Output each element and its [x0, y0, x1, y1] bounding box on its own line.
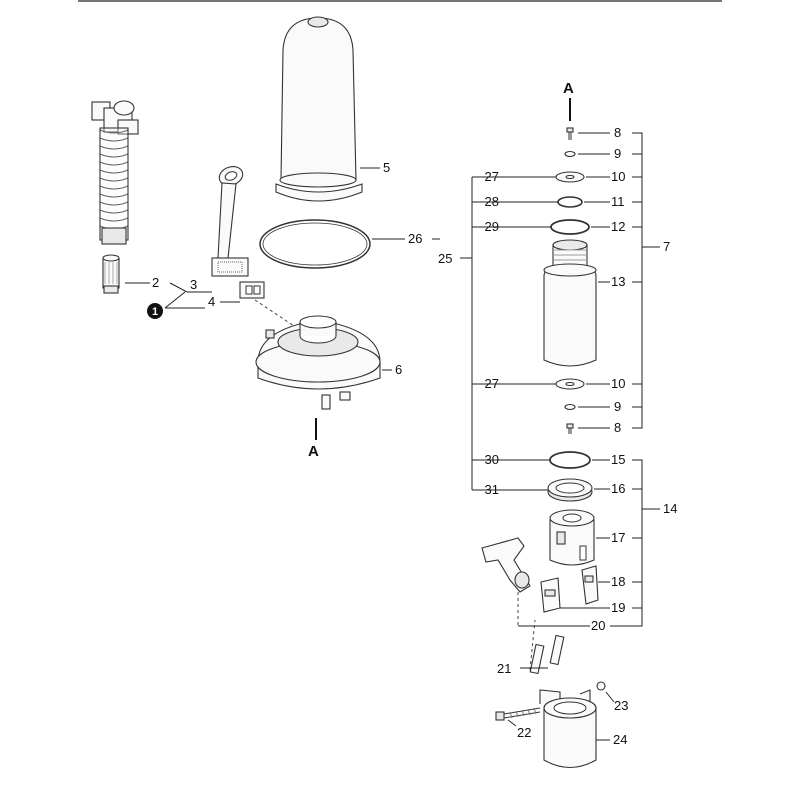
bracket-14 — [610, 459, 660, 627]
callout-28: 28 — [485, 194, 499, 209]
callout-5: 5 — [383, 160, 390, 175]
callout-15: 15 — [611, 452, 625, 467]
clamp-body-part — [539, 689, 597, 769]
callout-26: 26 — [408, 231, 422, 246]
clip-19-part — [540, 577, 561, 613]
callout-4: 4 — [208, 294, 215, 309]
callout-31: 31 — [485, 482, 499, 497]
callout-10-top: 10 — [611, 169, 625, 184]
seal-15 — [549, 451, 591, 469]
callout-7: 7 — [663, 239, 670, 254]
filter-head-part — [255, 315, 381, 410]
callout-29: 29 — [485, 219, 499, 234]
circled-note-label: 1 — [152, 306, 158, 318]
filter-bowl-part — [275, 16, 363, 202]
leaders-lower — [500, 459, 610, 491]
callout-2: 2 — [152, 275, 159, 290]
nut-23-part — [596, 681, 606, 691]
leader-22 — [507, 719, 517, 727]
callout-12: 12 — [611, 219, 625, 234]
bracket-7 — [632, 132, 660, 429]
seal-12 — [550, 219, 590, 235]
screw-22-part — [495, 707, 541, 721]
callout-8-top: 8 — [614, 125, 621, 140]
leaders-left-top — [500, 176, 558, 228]
strainer-part — [102, 254, 120, 294]
callout-20: 20 — [591, 618, 605, 633]
callout-6: 6 — [395, 362, 402, 377]
leaders-right-top — [578, 132, 610, 228]
callout-16: 16 — [611, 481, 625, 496]
washer-9-bottom — [564, 403, 576, 411]
callout-23: 23 — [614, 698, 628, 713]
sleeve-part — [549, 509, 595, 566]
leader-note — [164, 291, 186, 309]
callout-18: 18 — [611, 574, 625, 589]
callout-9-bottom: 9 — [614, 399, 621, 414]
callout-14: 14 — [663, 501, 677, 516]
callout-8-bottom: 8 — [614, 420, 621, 435]
callout-22: 22 — [517, 725, 531, 740]
pins-part — [529, 634, 565, 675]
bracket-25 — [460, 176, 500, 491]
callout-17: 17 — [611, 530, 625, 545]
screw-top-part — [566, 127, 574, 140]
seal-11 — [557, 196, 583, 208]
callout-25: 25 — [438, 251, 452, 266]
washer-9-top — [564, 150, 576, 158]
circled-note-badge — [147, 303, 163, 319]
a-marker-bottom: A — [308, 443, 319, 460]
callout-10-bottom: 10 — [611, 376, 625, 391]
clip-18-part — [581, 565, 599, 605]
callout-27-top: 27 — [485, 169, 499, 184]
ring-16-part — [547, 478, 593, 502]
callout-24: 24 — [613, 732, 627, 747]
callout-21: 21 — [497, 661, 511, 676]
a-marker-top: A — [563, 80, 574, 97]
leader-3 — [169, 282, 212, 293]
screw-bottom-part — [566, 423, 574, 434]
callout-11: 11 — [611, 194, 625, 209]
callout-3: 3 — [190, 277, 197, 292]
leaders-mid — [500, 383, 610, 429]
valve-assembly-part — [91, 100, 139, 245]
callout-30: 30 — [485, 452, 499, 467]
callout-27-bottom: 27 — [485, 376, 499, 391]
leader-23 — [605, 691, 615, 703]
leaders-clips — [560, 537, 610, 609]
key-tool-part — [211, 166, 249, 277]
clip-part — [239, 281, 265, 299]
callout-13: 13 — [611, 274, 625, 289]
callout-9-top: 9 — [614, 146, 621, 161]
cartridge-part — [543, 239, 597, 367]
lever-part — [481, 537, 531, 593]
o-ring-part — [259, 219, 371, 269]
callout-19: 19 — [611, 600, 625, 615]
